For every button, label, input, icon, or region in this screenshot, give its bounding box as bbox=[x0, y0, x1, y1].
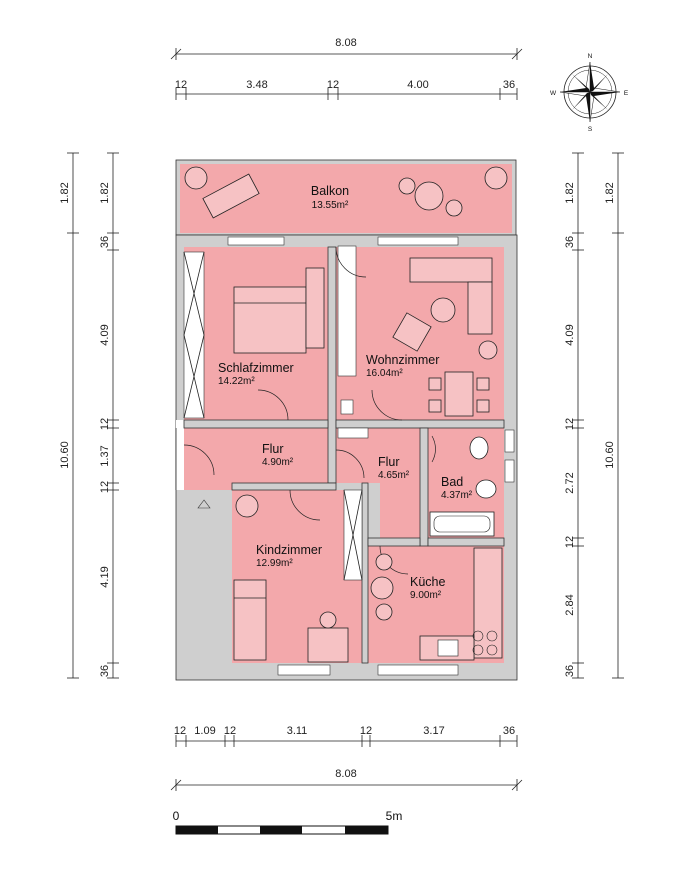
right-seg-2: 36 bbox=[564, 236, 576, 248]
top-seg-2: 3.48 bbox=[246, 79, 267, 91]
room-labels: Balkon 13.55m² Schlafzimmer 14.22m² Wohn… bbox=[218, 184, 473, 601]
left-seg-6: 12 bbox=[99, 481, 111, 493]
right-outer-upper: 1.82 bbox=[604, 182, 616, 203]
compass-rose: N E S W bbox=[550, 53, 629, 133]
right-dimensions: 1.82 36 4.09 12 2.72 12 2.84 36 1.82 10.… bbox=[564, 152, 624, 679]
scale-bar: 0 5m bbox=[173, 809, 403, 835]
compass-n: N bbox=[588, 53, 593, 60]
label-kindzimmer-area: 12.99m² bbox=[256, 558, 293, 569]
right-seg-7: 2.84 bbox=[564, 594, 576, 615]
right-outer-total: 10.60 bbox=[604, 441, 616, 469]
scale-end: 5m bbox=[386, 809, 403, 823]
left-seg-7: 4.19 bbox=[99, 566, 111, 587]
scale-start: 0 bbox=[173, 809, 180, 823]
right-seg-6: 12 bbox=[564, 536, 576, 548]
label-flur2-name: Flur bbox=[378, 455, 400, 469]
desk bbox=[307, 627, 349, 663]
double-bed bbox=[233, 286, 307, 354]
bathtub bbox=[429, 511, 495, 537]
label-flur2-area: 4.65m² bbox=[378, 470, 410, 481]
balcony-lounger bbox=[202, 173, 260, 219]
bottom-seg-7: 36 bbox=[503, 725, 515, 737]
window bbox=[504, 459, 515, 483]
left-seg-3: 4.09 bbox=[99, 324, 111, 345]
top-seg-3: 12 bbox=[327, 79, 339, 91]
bottom-total-dimension: 8.08 bbox=[335, 768, 356, 780]
label-schlafzimmer-name: Schlafzimmer bbox=[218, 361, 294, 375]
kitchen-chair bbox=[375, 553, 393, 571]
bottom-seg-5: 12 bbox=[360, 725, 372, 737]
window bbox=[277, 664, 331, 676]
nightstand bbox=[305, 267, 325, 349]
top-dimensions: 8.08 12 3.48 12 4.00 36 bbox=[170, 37, 523, 100]
window bbox=[377, 236, 459, 246]
label-bad-area: 4.37m² bbox=[441, 490, 473, 501]
kitchen-sink bbox=[437, 639, 459, 657]
plant bbox=[184, 166, 208, 190]
entrance-marker bbox=[197, 499, 211, 509]
bottom-seg-3: 12 bbox=[224, 725, 236, 737]
plant bbox=[478, 340, 498, 360]
left-seg-5: 1.37 bbox=[99, 445, 111, 466]
left-seg-8: 36 bbox=[99, 665, 111, 677]
right-seg-1: 1.82 bbox=[564, 182, 576, 203]
label-wohnzimmer-name: Wohnzimmer bbox=[366, 353, 439, 367]
left-outer-upper: 1.82 bbox=[59, 182, 71, 203]
label-balkon-area: 13.55m² bbox=[312, 200, 349, 211]
right-seg-4: 12 bbox=[564, 418, 576, 430]
sofa bbox=[409, 257, 493, 283]
bottom-dimensions: 12 1.09 12 3.11 12 3.17 36 8.08 bbox=[170, 725, 523, 791]
label-flur1-name: Flur bbox=[262, 442, 284, 456]
top-seg-1: 12 bbox=[175, 79, 187, 91]
right-seg-3: 4.09 bbox=[564, 324, 576, 345]
left-seg-2: 36 bbox=[99, 236, 111, 248]
kitchen-table bbox=[370, 576, 394, 600]
left-outer-total: 10.60 bbox=[59, 441, 71, 469]
coffee-table bbox=[430, 297, 456, 323]
compass-e: E bbox=[624, 90, 629, 97]
right-seg-5: 2.72 bbox=[564, 472, 576, 493]
toilet bbox=[469, 436, 489, 460]
armchair bbox=[392, 312, 432, 352]
building bbox=[175, 159, 518, 681]
bottom-seg-6: 3.17 bbox=[423, 725, 444, 737]
label-wohnzimmer-area: 16.04m² bbox=[366, 368, 403, 379]
left-seg-1: 1.82 bbox=[99, 182, 111, 203]
plant bbox=[484, 166, 508, 190]
window bbox=[227, 236, 285, 246]
label-balkon-name: Balkon bbox=[311, 184, 349, 198]
label-kueche-name: Küche bbox=[410, 575, 445, 589]
dining-table bbox=[444, 371, 474, 417]
left-seg-4: 12 bbox=[99, 418, 111, 430]
balcony-table bbox=[414, 181, 444, 211]
label-flur1-area: 4.90m² bbox=[262, 457, 294, 468]
label-bad-name: Bad bbox=[441, 475, 463, 489]
left-dimensions: 1.82 10.60 1.82 36 4.09 12 1.37 12 4.19 … bbox=[59, 152, 119, 679]
bottom-seg-1: 12 bbox=[174, 725, 186, 737]
compass-w: W bbox=[550, 90, 557, 97]
label-kueche-area: 9.00m² bbox=[410, 590, 442, 601]
compass-s: S bbox=[588, 126, 593, 133]
bottom-seg-2: 1.09 bbox=[194, 725, 215, 737]
top-total-dimension: 8.08 bbox=[335, 37, 356, 49]
room-flur-2 bbox=[336, 428, 420, 538]
single-bed bbox=[233, 579, 267, 661]
bottom-seg-4: 3.11 bbox=[287, 725, 308, 737]
kitchen-counter bbox=[473, 547, 503, 659]
sink bbox=[475, 479, 497, 499]
window bbox=[377, 664, 459, 676]
top-seg-5: 36 bbox=[503, 79, 515, 91]
wardrobe bbox=[183, 251, 205, 419]
label-schlafzimmer-area: 14.22m² bbox=[218, 376, 255, 387]
top-seg-4: 4.00 bbox=[407, 79, 428, 91]
window bbox=[504, 429, 515, 453]
right-seg-8: 36 bbox=[564, 665, 576, 677]
label-kindzimmer-name: Kindzimmer bbox=[256, 543, 322, 557]
plant bbox=[235, 494, 259, 518]
